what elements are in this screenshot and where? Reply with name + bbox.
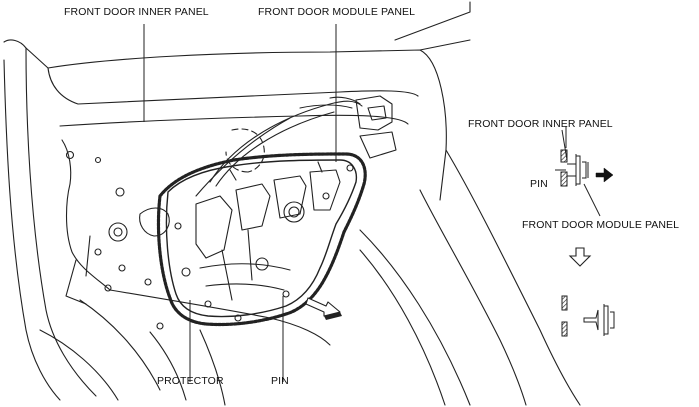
door-body-outline bbox=[3, 1, 581, 406]
leader-lines bbox=[143, 24, 337, 382]
pin-detail-inset bbox=[555, 126, 615, 337]
label-front-door-inner-panel: FRONT DOOR INNER PANEL bbox=[64, 6, 209, 18]
label-pin: PIN bbox=[271, 375, 289, 387]
removal-direction-arrow bbox=[305, 297, 342, 320]
detail-label-pin: PIN bbox=[530, 178, 548, 190]
door-module-panel bbox=[156, 152, 367, 327]
detail-label-front-door-module-panel: FRONT DOOR MODULE PANEL bbox=[522, 219, 680, 231]
detail-label-front-door-inner-panel: FRONT DOOR INNER PANEL bbox=[468, 118, 613, 130]
label-protector: PROTECTOR bbox=[157, 375, 224, 387]
regulator-cables bbox=[195, 100, 363, 197]
label-front-door-module-panel: FRONT DOOR MODULE PANEL bbox=[258, 6, 416, 18]
